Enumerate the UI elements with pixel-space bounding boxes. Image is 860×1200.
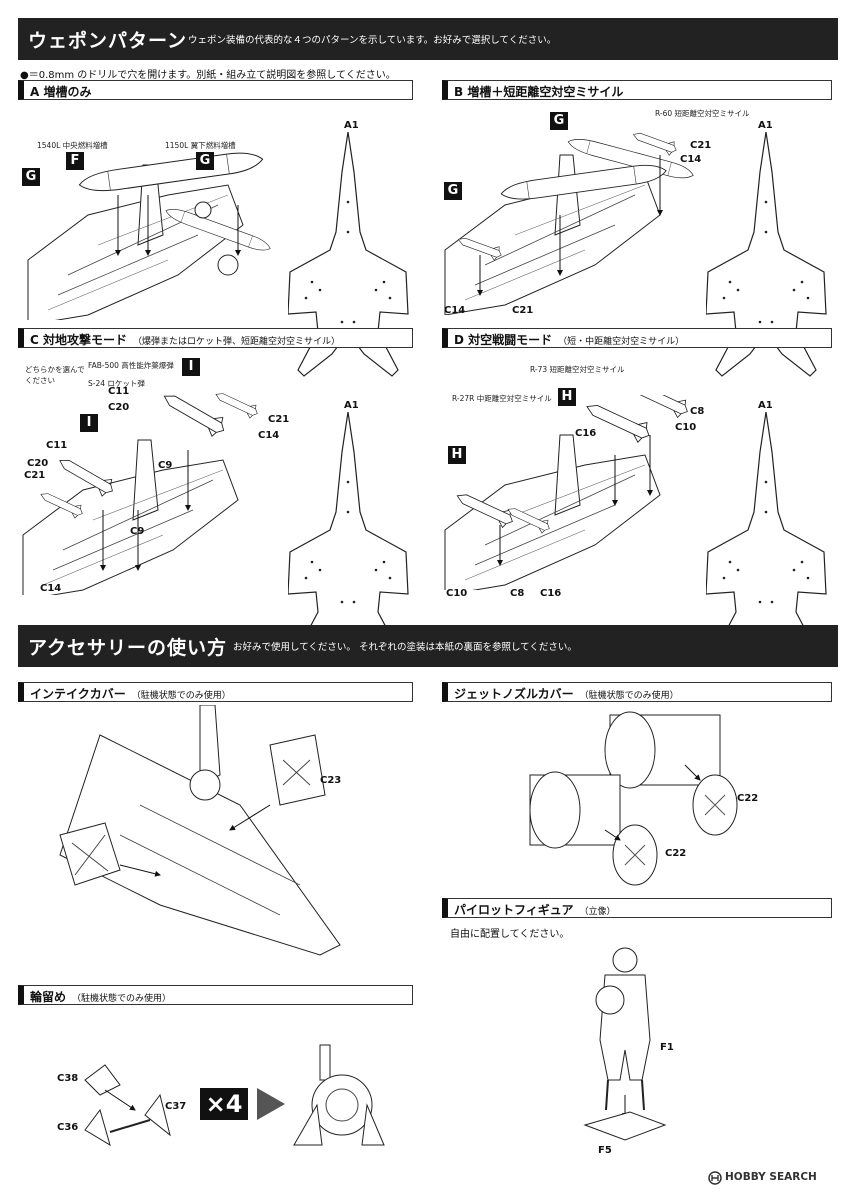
nozzle-cover-illustration (529, 711, 738, 886)
part-c14-c2: C14 (40, 583, 62, 594)
plate-a1-label-c: A1 (344, 400, 359, 411)
drill-note: ●＝0.8mm のドリルで穴を開けます。別紙・組み立て説明図を参照してください。 (20, 70, 396, 81)
section-d-aircraft-illustration (444, 395, 692, 590)
nozzle-cover-title-wrap: ジェットノズルカバー （駐機状態でのみ使用） (454, 685, 679, 702)
pilot-figure-title: パイロットフィギュア (454, 903, 574, 917)
intake-cover-title-wrap: インテイクカバー （駐機状態でのみ使用） (30, 685, 231, 702)
plate-a1-label-d: A1 (758, 400, 773, 411)
part-c11-c1: C11 (108, 386, 130, 397)
accessory-title: アクセサリーの使い方 (28, 637, 228, 659)
r27r-label: R-27R 中距離空対空ミサイル (452, 394, 552, 403)
wheel-chock-subtitle: （駐機状態でのみ使用） (72, 994, 172, 1004)
section-a-header: A 増槽のみ (18, 80, 413, 100)
section-d-header: D 対空戦闘モード （短・中距離空対空ミサイル） (442, 328, 832, 348)
section-b-aircraft-illustration (444, 127, 696, 315)
section-d-subtitle: （短・中距離空対空ミサイル） (558, 337, 685, 347)
wheel-chock-title-wrap: 輪留め （駐機状態でのみ使用） (30, 988, 171, 1005)
fab500-label: FAB-500 高性能炸薬爆弾 (88, 361, 174, 370)
tag-i-2: I (80, 414, 98, 432)
part-c11-c2: C11 (46, 440, 68, 451)
part-c16-d2: C16 (540, 588, 562, 599)
intake-cover-subtitle: （駐機状態でのみ使用） (131, 691, 231, 701)
plate-a1-label-b: A1 (758, 120, 773, 131)
section-a-aircraft-illustration (27, 148, 273, 320)
nozzle-cover-header: ジェットノズルカバー （駐機状態でのみ使用） (442, 682, 832, 702)
nozzle-cover-title: ジェットノズルカバー (454, 687, 574, 701)
choose-note: どちらかを選んでください (25, 365, 85, 385)
s24-label: S-24 ロケット弾 (88, 379, 145, 388)
part-c21-c1: C21 (268, 414, 290, 425)
section-b-title: B 増槽＋短距離空対空ミサイル (454, 85, 624, 99)
r73-label: R-73 短距離空対空ミサイル (530, 365, 625, 374)
part-c38: C38 (57, 1073, 79, 1084)
part-c37: C37 (165, 1101, 187, 1112)
part-c20-c2: C20 (27, 458, 49, 469)
tag-f: F (66, 152, 84, 170)
section-c-header: C 対地攻撃モード （爆弾またはロケット弾、短距離空対空ミサイル） (18, 328, 413, 348)
tag-g-b2: G (444, 182, 462, 200)
weapon-pattern-banner: ウェポンパターン ウェポン装備の代表的な４つのパターンを示しています。お好みで選… (18, 18, 838, 60)
part-c21-c2: C21 (24, 470, 46, 481)
part-c8-d2: C8 (510, 588, 525, 599)
wheel-chock-header: 輪留め （駐機状態でのみ使用） (18, 985, 413, 1005)
part-f5: F5 (598, 1145, 612, 1156)
intake-cover-title: インテイクカバー (30, 687, 126, 701)
section-d-title: D 対空戦闘モード (454, 333, 553, 347)
section-d-title-wrap: D 対空戦闘モード （短・中距離空対空ミサイル） (454, 331, 684, 348)
hobby-search-logo-icon (708, 1171, 722, 1185)
part-c9-c2: C9 (130, 526, 145, 537)
wheel-chock-parts-illustration (84, 1064, 171, 1147)
part-c10-d1: C10 (675, 422, 697, 433)
accessory-banner: アクセサリーの使い方 お好みで使用してください。 それぞれの塗装は本紙の裏面を参… (18, 625, 838, 667)
wing-tank-label: 1150L 翼下燃料増槽 (165, 141, 236, 150)
part-c9-c1: C9 (158, 460, 173, 471)
times-four-badge: ×4 (200, 1088, 248, 1120)
pilot-figure-title-wrap: パイロットフィギュア （立像） (454, 901, 616, 918)
nozzle-cover-subtitle: （駐機状態でのみ使用） (579, 691, 679, 701)
section-c-aircraft-illustration (22, 386, 261, 595)
part-c22-a: C22 (737, 793, 759, 804)
watermark: HOBBY SEARCH (725, 1171, 817, 1183)
tag-h-2: H (448, 446, 466, 464)
wheel-chock-assembled-illustration (293, 1044, 385, 1146)
section-a-title: A 増槽のみ (30, 85, 92, 99)
intake-cover-header: インテイクカバー （駐機状態でのみ使用） (18, 682, 413, 702)
pilot-figure-illustration (583, 947, 667, 1141)
tag-h-1: H (558, 388, 576, 406)
part-c36: C36 (57, 1122, 79, 1133)
section-c-title-wrap: C 対地攻撃モード （爆弾またはロケット弾、短距離空対空ミサイル） (30, 331, 340, 348)
tag-g-b1: G (550, 112, 568, 130)
section-c-subtitle: （爆弾またはロケット弾、短距離空対空ミサイル） (133, 337, 341, 347)
part-c21-b2: C21 (512, 305, 534, 316)
part-c14-b2: C14 (444, 305, 466, 316)
pilot-figure-subtitle: （立像） (579, 907, 616, 917)
accessory-description: お好みで使用してください。 それぞれの塗装は本紙の裏面を参照してください。 (233, 642, 577, 653)
part-c21-b1: C21 (690, 140, 712, 151)
part-c22-b: C22 (665, 848, 687, 859)
part-c10-d2: C10 (446, 588, 468, 599)
center-tank-label: 1540L 中央燃料増槽 (37, 141, 108, 150)
section-b-header: B 増槽＋短距離空対空ミサイル (442, 80, 832, 100)
part-c23: C23 (320, 775, 342, 786)
pilot-figure-note: 自由に配置してください。 (450, 929, 570, 940)
r60-label: R-60 短距離空対空ミサイル (655, 109, 750, 118)
intake-cover-illustration (59, 705, 341, 956)
pilot-figure-header: パイロットフィギュア （立像） (442, 898, 832, 918)
section-c-title: C 対地攻撃モード (30, 333, 127, 347)
part-f1: F1 (660, 1042, 674, 1053)
part-c14-b1: C14 (680, 154, 702, 165)
part-c20-c1: C20 (108, 402, 130, 413)
part-c8-d1: C8 (690, 406, 705, 417)
tag-g-a1: G (22, 168, 40, 186)
arrow-right-icon (257, 1088, 285, 1120)
weapon-pattern-title: ウェポンパターン (28, 30, 188, 52)
wheel-chock-title: 輪留め (30, 990, 67, 1004)
weapon-pattern-description: ウェポン装備の代表的な４つのパターンを示しています。お好みで選択してください。 (188, 35, 557, 46)
tag-i-1: I (182, 358, 200, 376)
plate-a1-label-a: A1 (344, 120, 359, 131)
tag-g-a2: G (196, 152, 214, 170)
part-c14-c1: C14 (258, 430, 280, 441)
part-c16-d1: C16 (575, 428, 597, 439)
